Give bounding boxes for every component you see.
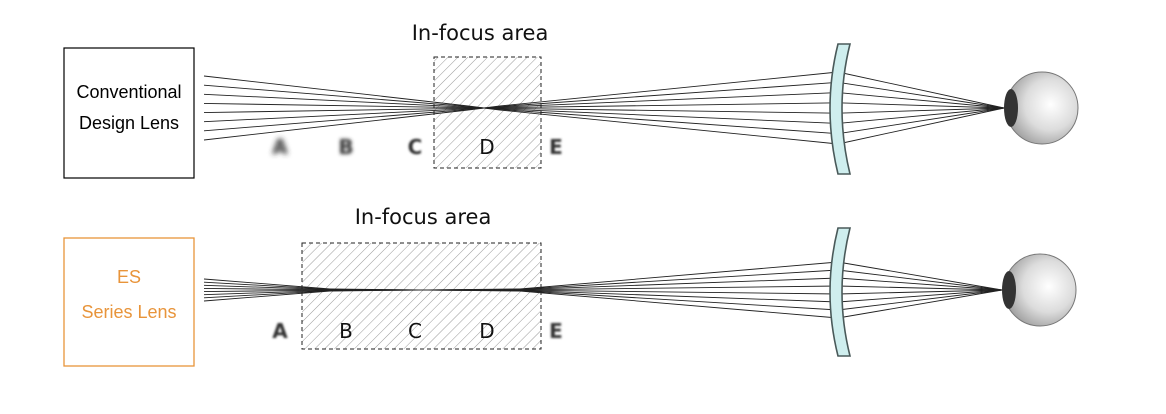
ray-segment [519,290,839,311]
ray-segment [203,289,331,296]
bottom-in-focus-area [301,242,542,350]
top-letter-d: D [479,135,494,159]
ray-segment [837,289,1003,303]
bottom-letter-e: E [549,319,563,343]
ray-segment [203,284,331,291]
bottom-letter-row: A B C D E [272,319,563,343]
ray-segment [203,84,469,108]
bottom-panel: ES Series Lens In-focus area A B C D E [63,205,1077,367]
bottom-letter-d: D [479,319,494,343]
ray-segment [499,107,839,114]
ray-segment [203,108,469,132]
conventional-lens-label-line1: Conventional [76,82,181,102]
top-letter-a: A [272,135,288,159]
top-letter-b: B [338,135,353,159]
ray-segment [499,108,839,135]
ray-segment [499,109,839,145]
top-panel: Conventional Design Lens In-focus area A… [63,21,1079,179]
es-lens-box [63,237,195,367]
top-in-focus-label: In-focus area [412,21,549,45]
ray-segment [203,290,331,302]
ray-segment [467,105,501,111]
ray-segment [837,107,1005,135]
ray-segment [519,289,839,295]
es-lens-label-line1: ES [117,267,141,287]
bottom-letter-b: B [339,319,353,343]
bottom-letter-a: A [272,319,288,343]
ray-segment [499,108,839,124]
top-letter-row: A B C D E [272,135,563,159]
ray-segment [203,109,469,141]
ray-segment [203,107,469,114]
ray-segment [499,92,839,108]
top-pupil [1004,89,1018,127]
top-light-rays [203,71,1005,145]
bottom-light-rays [203,261,1003,319]
ray-segment [519,289,839,303]
ray-segment [203,102,469,109]
ray-segment [837,261,1003,291]
ray-segment [837,277,1003,291]
ray-segment [203,93,469,108]
ray-segment [203,108,469,123]
ray-segment [837,71,1005,109]
bottom-letter-c: C [408,319,422,343]
top-eye [1004,71,1079,145]
top-letter-c: C [408,135,423,159]
top-letter-e: E [549,135,563,159]
top-eyeglass-lens [829,43,852,175]
ray-segment [837,289,1003,295]
ray-segment [519,285,839,291]
ray-segment [837,107,1005,114]
bottom-in-focus-label: In-focus area [355,205,492,229]
ray-segment [837,289,1003,319]
es-lens-label-line2: Series Lens [81,302,176,322]
ray-segment [329,288,521,292]
ray-segment [499,102,839,109]
ray-segment [519,261,839,290]
ray-segment [519,290,839,319]
ray-segment [519,277,839,291]
ray-segment [837,81,1005,109]
ray-segment [837,102,1005,109]
ray-segment [203,289,331,293]
ray-segment [499,71,839,107]
ray-segment [203,290,331,299]
ray-segment [837,107,1005,124]
ray-segment [499,81,839,108]
bottom-eyeglass-lens [829,227,852,357]
ray-segment [837,285,1003,291]
conventional-lens-label-line2: Design Lens [79,113,179,133]
ray-segment [837,107,1005,145]
bottom-eye [1002,253,1077,327]
ray-segment [519,269,839,290]
conventional-lens-box [63,47,195,179]
ray-segment [837,269,1003,291]
ray-segment [203,281,331,290]
ray-segment [203,278,331,290]
bottom-pupil [1002,271,1016,309]
ray-segment [203,75,469,107]
ray-segment [837,92,1005,109]
ray-segment [837,289,1003,311]
ray-segment [203,287,331,291]
